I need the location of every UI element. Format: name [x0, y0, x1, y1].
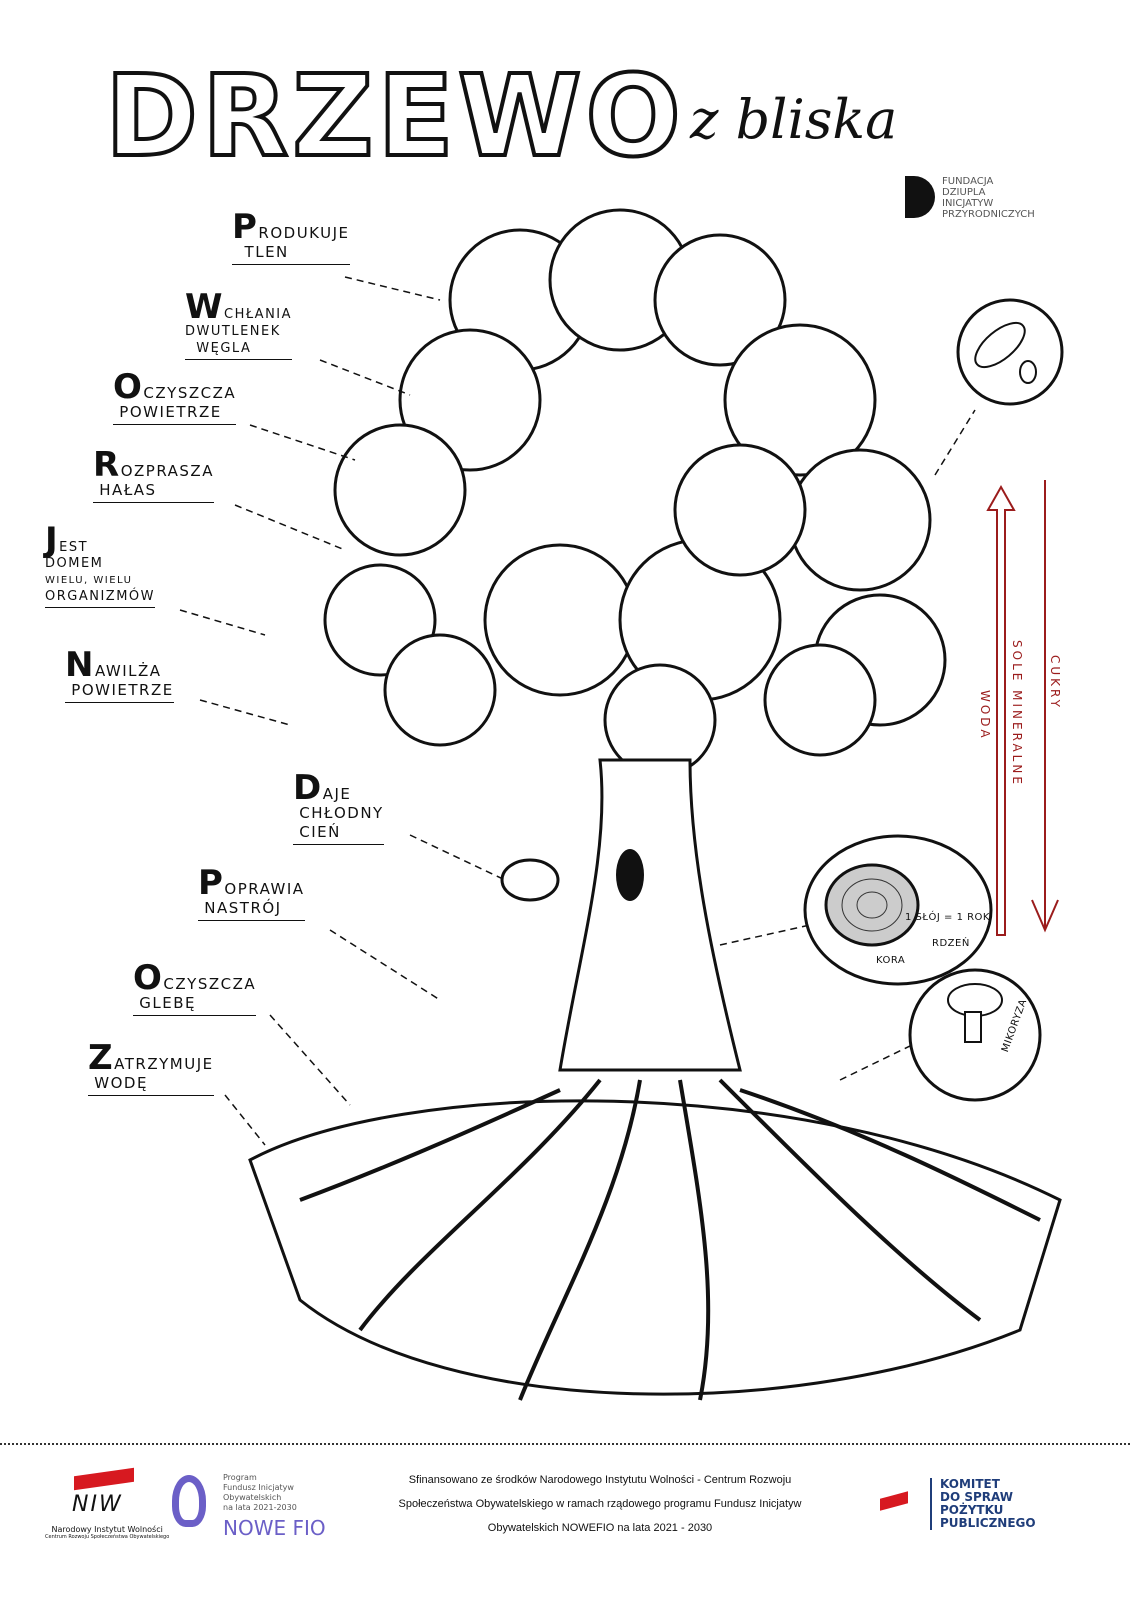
fio-line: Obywatelskich	[223, 1493, 282, 1502]
committee-line: KOMITET	[940, 1477, 1000, 1491]
nowe-fio-logo: Program Fundusz Inicjatyw Obywatelskich …	[223, 1473, 326, 1539]
fio-line: na lata 2021-2030	[223, 1503, 297, 1512]
bark-label: KORA	[876, 955, 906, 966]
label-improves-mood: Poprawia nastrój	[198, 866, 305, 921]
niw-logo: NIW	[62, 1467, 134, 1520]
committee-logo: KOMITET DO SPRAW POŻYTKU PUBLICZNEGO	[930, 1478, 1036, 1530]
flow-arrows	[986, 480, 1059, 936]
committee-line: POŻYTKU	[940, 1503, 1004, 1517]
nowe-fio-bulb-icon	[172, 1475, 206, 1527]
funding-line: Społeczeństwa Obywatelskiego w ramach rz…	[398, 1498, 802, 1510]
footer-divider	[0, 1443, 1130, 1445]
label-absorbs-co2: Wchłaniadwutlenek węgla	[185, 290, 293, 360]
committee-line: DO SPRAW	[940, 1490, 1014, 1504]
leader-lines	[179, 276, 976, 1146]
tree-illustration	[179, 208, 1064, 1401]
tree-rings-circle	[803, 834, 993, 986]
funding-statement: Sfinansowano ze środków Narodowego Insty…	[340, 1468, 860, 1540]
core-label: RDZEŃ	[932, 938, 970, 949]
poster-title: DRZEWO	[103, 50, 685, 184]
flow-label-water: WODA	[978, 690, 992, 741]
poster-subtitle: z bliska	[690, 88, 898, 151]
committee-line: PUBLICZNEGO	[940, 1516, 1036, 1530]
tree-crown	[323, 208, 947, 902]
ring-label: 1 SŁÓJ = 1 ROK	[905, 912, 990, 923]
arrow-up-icon	[986, 484, 1016, 936]
mushroom-circle	[908, 968, 1042, 1102]
committee-flag-icon	[880, 1491, 908, 1511]
flow-label-minerals: SOLE MINERALNE	[1010, 640, 1024, 787]
funding-line: Sfinansowano ze środków Narodowego Insty…	[408, 1474, 792, 1486]
funding-line: Obywatelskich NOWEFIO na lata 2021 - 203…	[487, 1522, 713, 1534]
fio-line: Fundusz Inicjatyw	[223, 1483, 294, 1492]
label-humidifies-air: Nawilża powietrze	[65, 648, 174, 703]
foundation-line: INICJATYW	[942, 198, 994, 209]
roots	[299, 1078, 1041, 1401]
foundation-line: FUNDACJA	[942, 176, 994, 187]
label-gives-shade: Daje chłodny cień	[293, 771, 384, 845]
niw-subtitle: Centrum Rozwoju Społeczeństwa Obywatelsk…	[45, 1534, 170, 1540]
tree-trunk	[558, 758, 742, 1072]
label-cleans-soil: Oczyszcza glebę	[133, 961, 257, 1016]
fio-line: Program	[223, 1473, 257, 1482]
label-retains-water: Zatrzymuje wodę	[88, 1041, 214, 1096]
flow-label-sugars: CUKRY	[1048, 655, 1062, 710]
niw-name-text: Narodowy Instytut Wolności	[51, 1525, 163, 1534]
label-disperses-noise: Rozprasza hałas	[93, 448, 214, 503]
tree-hollow	[616, 849, 644, 901]
foundation-line: DZIUPLA	[942, 187, 986, 198]
label-home-for-organisms: Jestdomemwielu, wieluorganizmów	[45, 523, 155, 608]
arrow-down-icon	[1031, 480, 1059, 933]
foundation-name: FUNDACJA DZIUPLA INICJATYW PRZYRODNICZYC…	[942, 176, 1052, 220]
label-cleans-air: Oczyszcza powietrze	[113, 370, 237, 425]
niw-flag-icon	[74, 1467, 134, 1491]
niw-logo-text: NIW	[72, 1492, 123, 1517]
root-system	[248, 1099, 1062, 1396]
foundation-line: PRZYRODNICZYCH	[942, 209, 1035, 220]
acorn-leaf-circle	[956, 298, 1064, 406]
fio-name: NOWE FIO	[223, 1516, 326, 1540]
label-produces-oxygen: Produkuje tlen	[232, 210, 350, 265]
